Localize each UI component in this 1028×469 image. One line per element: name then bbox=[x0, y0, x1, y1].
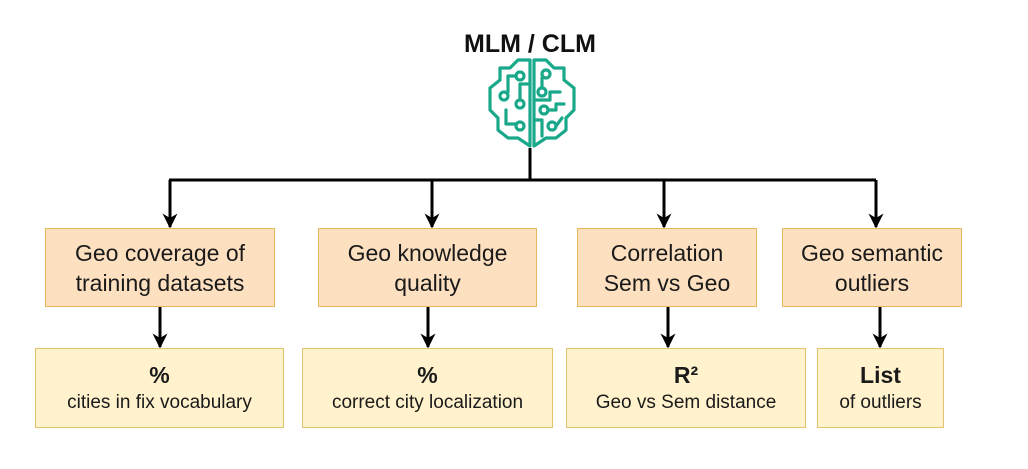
brain-circuit-icon bbox=[488, 58, 576, 148]
task-box-correlation: Correlation Sem vs Geo bbox=[577, 228, 757, 307]
task-label-line2: training datasets bbox=[75, 269, 245, 296]
task-label-line1: Geo semantic bbox=[801, 239, 943, 266]
metric-desc: correct city localization bbox=[331, 392, 524, 413]
metric-head: % bbox=[417, 362, 438, 388]
task-box-outliers: Geo semantic outliers bbox=[782, 228, 962, 307]
metric-box-correlation: R² Geo vs Sem distance bbox=[566, 348, 806, 428]
metric-desc: of outliers bbox=[839, 392, 922, 413]
task-box-geo-knowledge: Geo knowledge quality bbox=[318, 228, 537, 307]
metric-box-knowledge: % correct city localization bbox=[302, 348, 553, 428]
task-label-line1: Geo coverage of bbox=[74, 239, 246, 266]
metric-head: List bbox=[860, 362, 901, 388]
root-title: MLM / CLM bbox=[464, 30, 596, 58]
metric-desc: Geo vs Sem distance bbox=[595, 392, 777, 413]
task-label-line1: Correlation bbox=[610, 239, 724, 266]
metric-box-outliers: List of outliers bbox=[817, 348, 944, 428]
metric-desc: cities in fix vocabulary bbox=[67, 392, 252, 413]
metric-head: R² bbox=[673, 362, 699, 388]
metric-box-coverage: % cities in fix vocabulary bbox=[35, 348, 284, 428]
task-label-line2: Sem vs Geo bbox=[603, 269, 731, 296]
task-box-geo-coverage: Geo coverage of training datasets bbox=[45, 228, 275, 307]
task-label-line2: quality bbox=[394, 269, 461, 296]
metric-head: % bbox=[149, 362, 170, 388]
task-label-line1: Geo knowledge bbox=[347, 239, 508, 266]
task-label-line2: outliers bbox=[834, 269, 910, 296]
